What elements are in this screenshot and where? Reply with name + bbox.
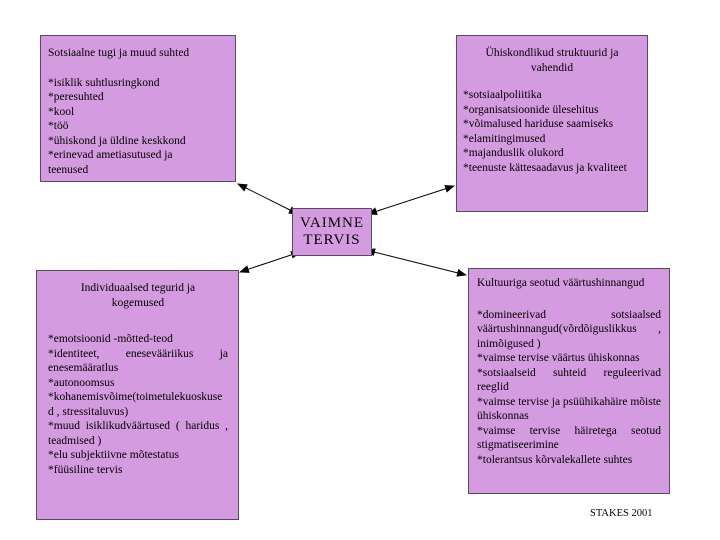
list-item: *kohanemisvõime(toimetulekuoskused , str… (48, 391, 223, 418)
structural-list: *sotsiaalpoliitika *organisatsioonide ül… (463, 88, 641, 175)
list-item: *emotsioonid -mõtted-teod (48, 333, 173, 345)
list-item: *erinevad ametiasutused ja teenused (48, 149, 173, 176)
social-support-box: Sotsiaalne tugi ja muud suhted *isiklik … (40, 35, 236, 182)
list-item: *tolerantsus kõrvalekallete suhtes (477, 453, 633, 466)
social-support-title: Sotsiaalne tugi ja muud suhted (48, 47, 190, 59)
list-item: *teenuste kättesaadavus ja kvaliteet (463, 161, 627, 174)
list-item: *organisatsioonide ülesehitus (463, 103, 599, 116)
list-item: *identiteet, enesevääriikus ja enesemäär… (48, 347, 228, 375)
list-item: *sotsiaalpoliitika (463, 89, 542, 101)
list-item: *võimalused hariduse saamiseks (463, 118, 614, 130)
list-item: *ühiskond ja üldine keskkond (48, 134, 186, 147)
list-item: *füüsiline tervis (48, 463, 123, 476)
list-item: *vaimse tervise ja psüühikahäire mõiste … (477, 395, 661, 423)
list-item: *vaimse tervise väärtus ühiskonnas (477, 352, 640, 364)
arrow-individual-center (239, 251, 301, 273)
social-support-list: *isiklik suhtlusringkond *peresuhted *ko… (48, 76, 229, 178)
list-item: *töö (48, 120, 69, 132)
cultural-values-list: *domineerivad sotsiaalsed väärtushinnang… (477, 308, 661, 468)
list-item: *elu subjektiivne mõtestatus (48, 449, 179, 461)
list-item: *majanduslik olukord (463, 147, 564, 159)
list-item: *autonoomsus (48, 376, 115, 389)
list-item: *kool (48, 105, 75, 118)
arrow-social-center (237, 183, 299, 215)
individual-factors-title: Individuaalsed tegurid ja kogemused (80, 282, 196, 309)
center-label: VAIMNE TERVIS (299, 215, 365, 248)
individual-factors-box: Individuaalsed tegurid ja kogemused *emo… (36, 270, 239, 520)
list-item: *elamitingimused (463, 132, 546, 145)
list-item: *domineerivad sotsiaalsed väärtushinnang… (477, 308, 661, 350)
list-item: *muud isiklikudväärtused ( haridus , tea… (48, 420, 228, 447)
structural-box: Ühiskondlikud struktuurid ja vahendid *s… (456, 35, 648, 212)
source-credit: STAKES 2001 (590, 508, 653, 519)
list-item: *peresuhted (48, 91, 104, 103)
list-item: *vaimse tervise häiretega seotud stigmat… (477, 424, 661, 452)
individual-factors-list: *emotsioonid -mõtted-teod *identiteet, e… (48, 332, 228, 477)
arrow-structural-center (367, 184, 455, 216)
structural-title: Ühiskondlikud struktuurid ja vahendid (485, 47, 619, 74)
arrow-cultural-center (365, 248, 467, 277)
cultural-values-title: Kultuuriga seotud väärtushinnangud (477, 277, 645, 289)
cultural-values-box: Kultuuriga seotud väärtushinnangud *domi… (468, 268, 670, 494)
list-item: *sotsiaalseid suhteid reguleerivad reegl… (477, 366, 661, 394)
mental-health-center-box: VAIMNE TERVIS (292, 208, 372, 256)
list-item: *isiklik suhtlusringkond (48, 76, 160, 89)
